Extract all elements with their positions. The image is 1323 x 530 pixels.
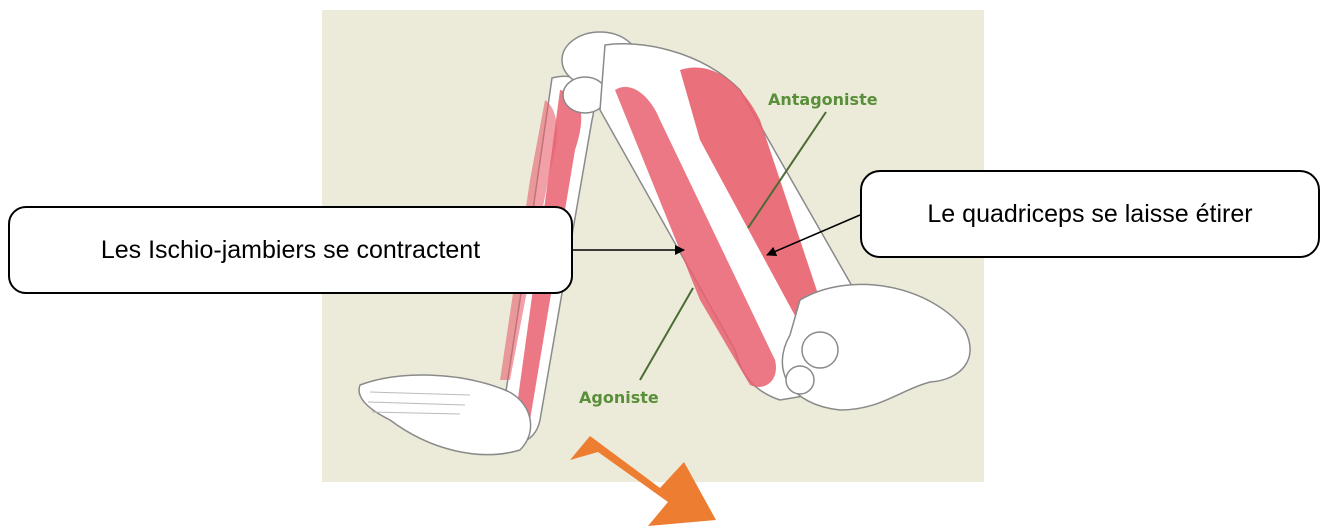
- agonist-label: Agoniste: [579, 388, 659, 407]
- callout-left-text: Les Ischio-jambiers se contractent: [101, 236, 480, 265]
- antagonist-label: Antagoniste: [768, 90, 878, 109]
- callout-right-text: Le quadriceps se laisse étirer: [927, 200, 1252, 229]
- callout-quadriceps-stretch: Le quadriceps se laisse étirer: [860, 170, 1320, 258]
- callout-hamstrings-contract: Les Ischio-jambiers se contractent: [8, 206, 573, 294]
